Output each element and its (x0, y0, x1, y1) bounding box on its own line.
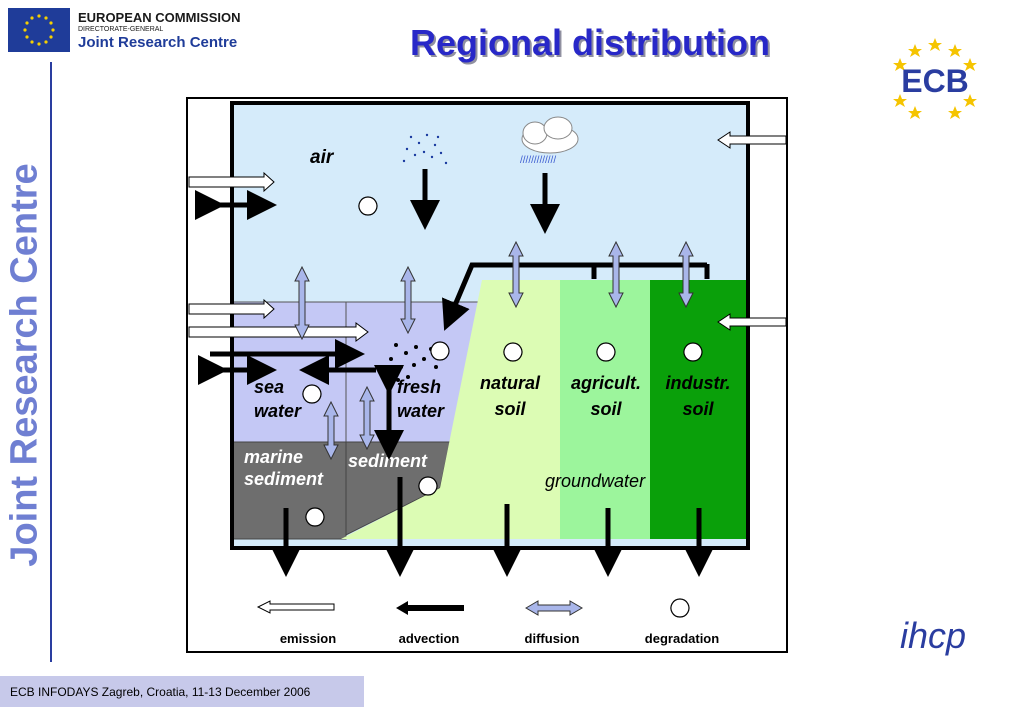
ecb-logo: ECB (880, 36, 990, 124)
emission-arrow-industr-right (717, 313, 787, 331)
rain-cloud-icon: ///////////// (520, 116, 579, 166)
emission-arrow-sea-in (188, 298, 275, 320)
legend-degradation-icon (670, 598, 690, 618)
diffusion-arrow-air-sea (294, 265, 310, 341)
ihcp-logo-text: ihcp (900, 615, 966, 656)
degradation-icon-agri (596, 342, 616, 362)
label-air: air (310, 147, 335, 168)
label-sea-1: sea (254, 377, 284, 397)
diffusion-arrow-air-fresh (400, 265, 416, 335)
eu-flag-icon (8, 8, 70, 52)
legend-emission-label: emission (280, 631, 336, 646)
ihcp-logo: ihcp (895, 608, 995, 668)
label-groundwater: groundwater (545, 471, 646, 491)
degradation-icon-air (358, 196, 378, 216)
ec-dg: DIRECTORATE-GENERAL (78, 26, 164, 33)
label-natural-1: natural (480, 373, 541, 393)
degradation-icon-sea (302, 384, 322, 404)
side-divider (50, 62, 52, 662)
legend-diffusion-icon (525, 600, 583, 616)
regional-distribution-diagram: air sea water fresh water natural soil a… (186, 97, 790, 660)
label-agri-1: agricult. (571, 373, 641, 393)
degradation-icon-sediment (418, 476, 438, 496)
degradation-icon-fresh (430, 341, 450, 361)
diffusion-arrow-air-agri (608, 240, 624, 309)
legend-diffusion-label: diffusion (525, 631, 580, 646)
diffusion-arrow-air-industr (678, 240, 694, 309)
label-sediment: sediment (348, 451, 428, 471)
page-title: Regional distribution (410, 22, 770, 63)
agri-soil-compartment (560, 280, 650, 539)
ec-title: EUROPEAN COMMISSION (78, 10, 241, 25)
diffusion-arrow-air-natural (508, 240, 524, 309)
degradation-icon-industr (683, 342, 703, 362)
legend-advection-label: advection (399, 631, 460, 646)
footer-bar: ECB INFODAYS Zagreb, Croatia, 11-13 Dece… (0, 676, 364, 707)
svg-text://///////////: ///////////// (520, 155, 556, 166)
label-industr-1: industr. (665, 373, 730, 393)
side-banner-text: Joint Research Centre (3, 163, 46, 567)
footer-text: ECB INFODAYS Zagreb, Croatia, 11-13 Dece… (10, 685, 311, 699)
emission-arrow-air-right (717, 131, 787, 149)
label-fresh-1: fresh (397, 377, 441, 397)
runoff-arrow (442, 262, 710, 331)
legend-degradation-label: degradation (645, 631, 719, 646)
legend-emission-icon (256, 600, 335, 614)
natural-soil-compartment (341, 280, 560, 539)
aerosol-particles-icon (402, 133, 448, 165)
diffusion-arrow-fresh-sediment (359, 385, 375, 451)
label-agri-2: soil (590, 399, 622, 419)
label-natural-2: soil (494, 399, 526, 419)
ec-jrc: Joint Research Centre (78, 34, 238, 51)
side-banner: Joint Research Centre (0, 163, 50, 566)
label-marine-2: sediment (244, 469, 324, 489)
label-marine-1: marine (244, 447, 303, 467)
label-industr-2: soil (682, 399, 714, 419)
degradation-icon-natural (503, 342, 523, 362)
emission-arrow-fresh-in (188, 322, 369, 342)
emission-arrow-air-in (188, 171, 275, 193)
label-sea-2: water (254, 401, 302, 421)
ec-logo: EUROPEAN COMMISSION DIRECTORATE-GENERAL … (8, 8, 248, 54)
ecb-logo-text: ECB (901, 63, 969, 99)
label-fresh-2: water (397, 401, 445, 421)
degradation-icon-marine (305, 507, 325, 527)
diffusion-arrow-sea-marine (323, 400, 339, 461)
legend-advection-icon (396, 601, 464, 615)
